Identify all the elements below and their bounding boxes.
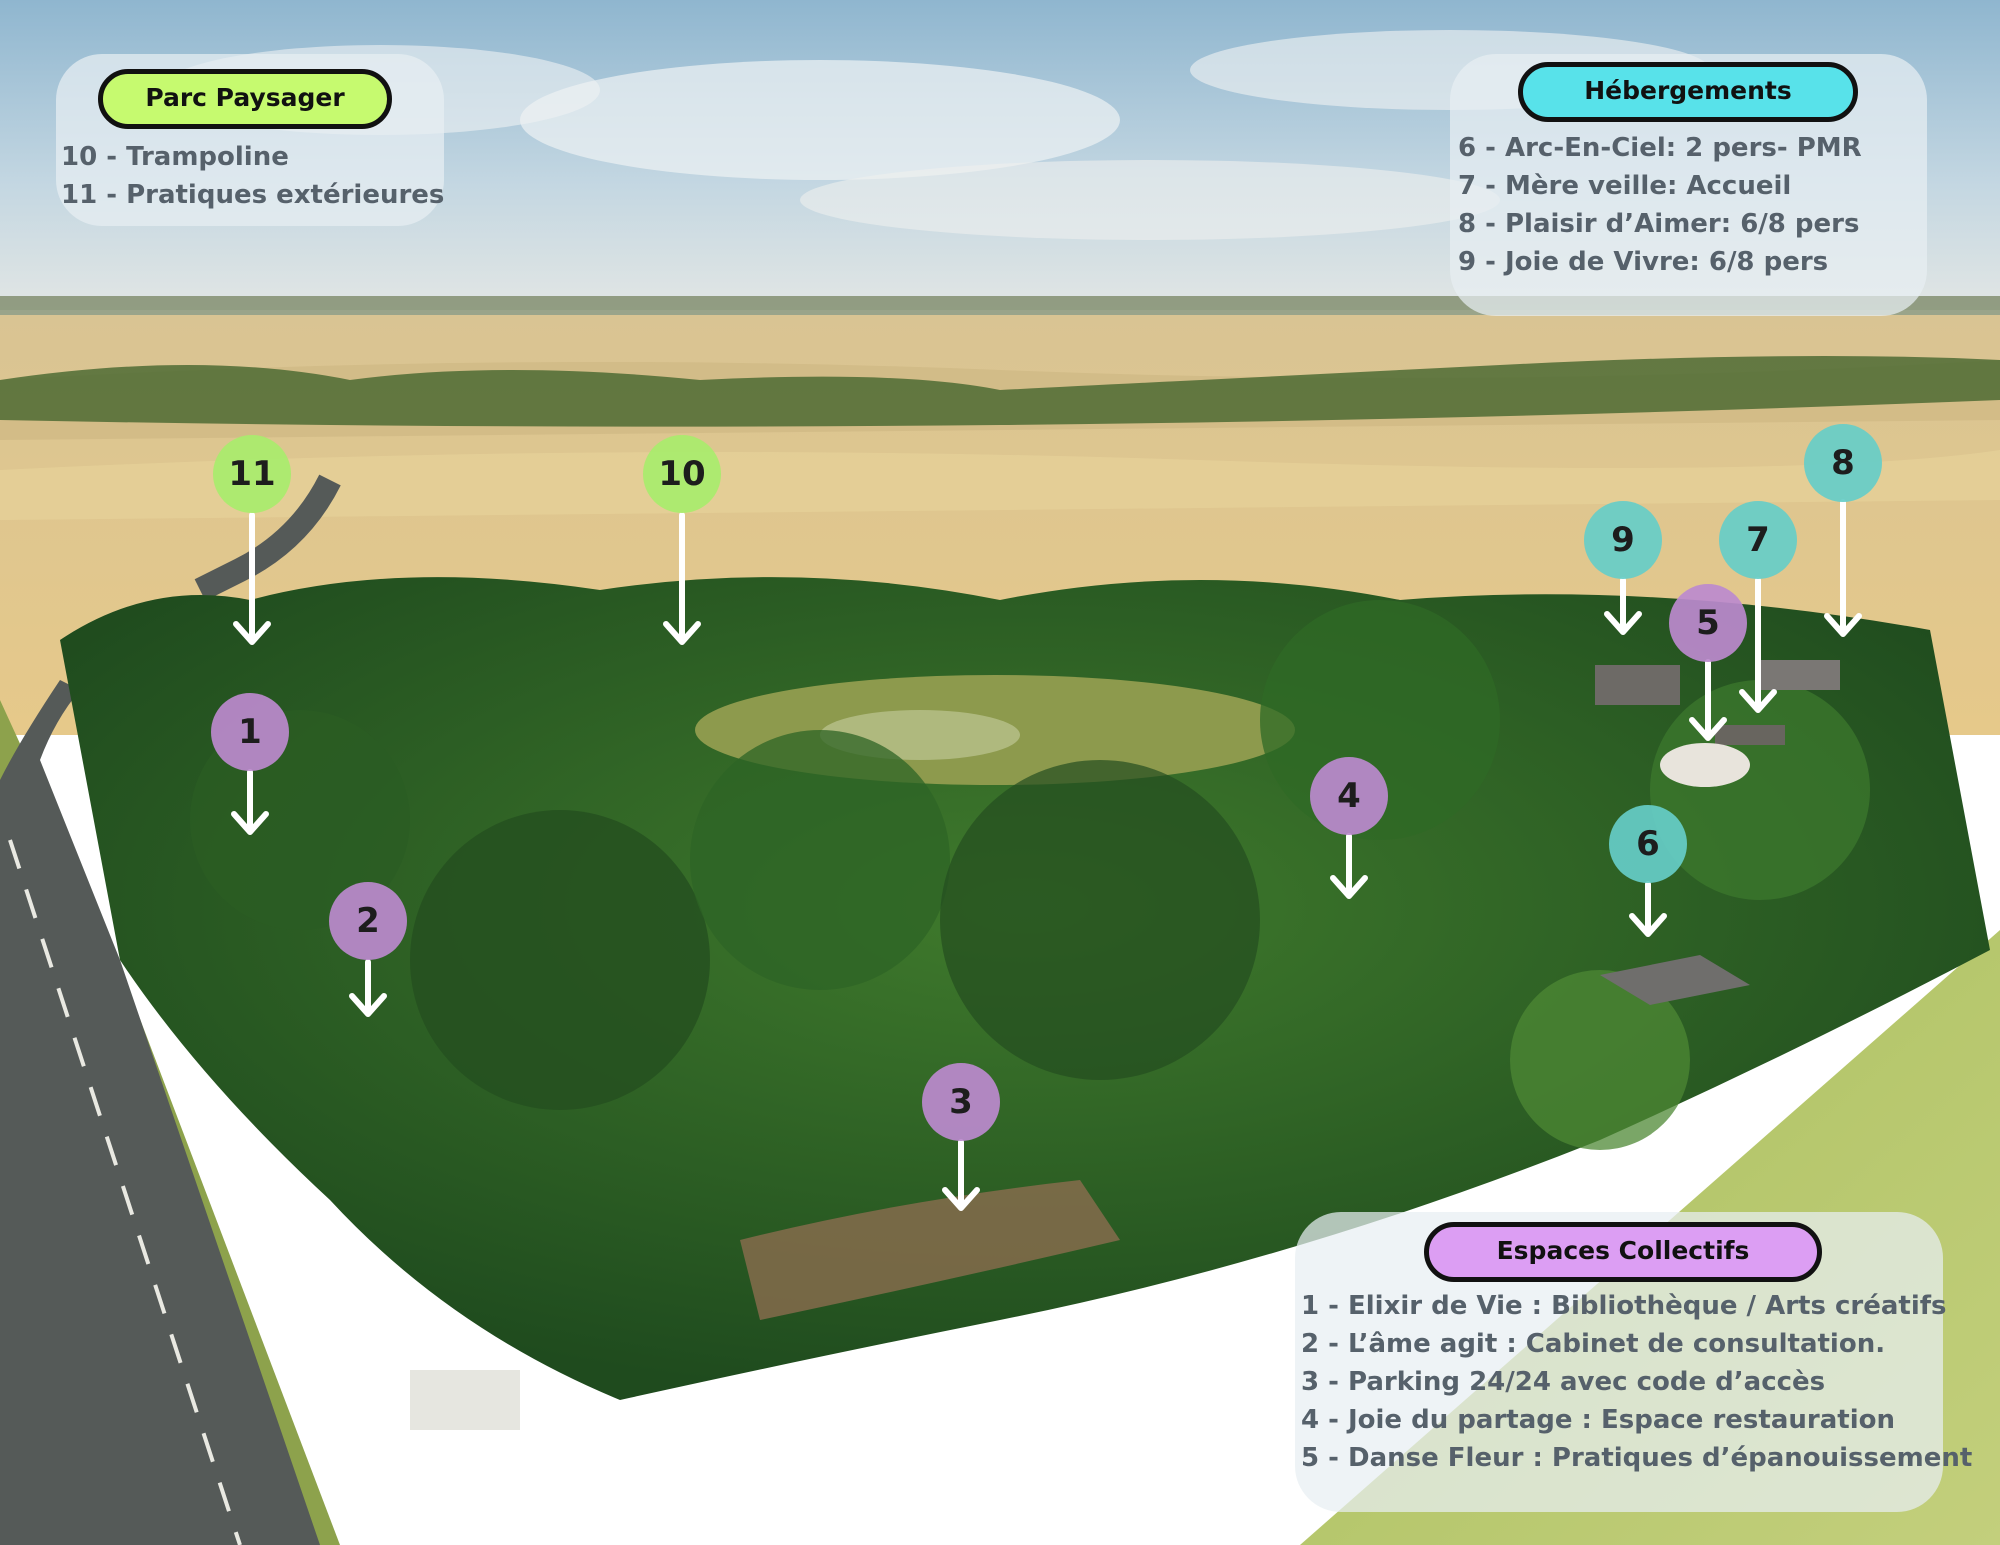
legend-item-1: 1 - Elixir de Vie : Bibliothèque / Arts … <box>1301 1291 1947 1321</box>
espaces-collectifs-title: Espaces Collectifs <box>1424 1222 1822 1282</box>
legend-item-9: 9 - Joie de Vivre: 6/8 pers <box>1458 247 1829 277</box>
parc-paysager-list: 10 - Trampoline 11 - Pratiques extérieur… <box>61 138 444 214</box>
legend-item-3: 3 - Parking 24/24 avec code d’accès <box>1301 1367 1826 1397</box>
legend-item-7: 7 - Mère veille: Accueil <box>1458 171 1792 201</box>
marker-9[interactable]: 9 <box>1584 501 1662 579</box>
marker-7[interactable]: 7 <box>1719 501 1797 579</box>
marker-8[interactable]: 8 <box>1804 424 1882 502</box>
hebergements-list: 6 - Arc-En-Ciel: 2 pers- PMR 7 - Mère ve… <box>1458 129 1862 281</box>
legend-item-4: 4 - Joie du partage : Espace restauratio… <box>1301 1405 1895 1435</box>
hebergements-title: Hébergements <box>1518 62 1858 122</box>
legend-item-5: 5 - Danse Fleur : Pratiques d’épanouisse… <box>1301 1443 1973 1473</box>
legend-item-11: 11 - Pratiques extérieures <box>61 180 445 210</box>
marker-6[interactable]: 6 <box>1609 805 1687 883</box>
espaces-collectifs-list: 1 - Elixir de Vie : Bibliothèque / Arts … <box>1301 1287 1972 1477</box>
marker-10[interactable]: 10 <box>643 435 721 513</box>
legend-item-10: 10 - Trampoline <box>61 142 289 172</box>
marker-1[interactable]: 1 <box>211 693 289 771</box>
legend-item-6: 6 - Arc-En-Ciel: 2 pers- PMR <box>1458 133 1862 163</box>
marker-3[interactable]: 3 <box>922 1063 1000 1141</box>
legend-item-2: 2 - L’âme agit : Cabinet de consultation… <box>1301 1329 1886 1359</box>
marker-4[interactable]: 4 <box>1310 757 1388 835</box>
legend-item-8: 8 - Plaisir d’Aimer: 6/8 pers <box>1458 209 1860 239</box>
marker-2[interactable]: 2 <box>329 882 407 960</box>
parc-paysager-title: Parc Paysager <box>98 69 392 129</box>
marker-11[interactable]: 11 <box>213 435 291 513</box>
marker-5[interactable]: 5 <box>1669 584 1747 662</box>
